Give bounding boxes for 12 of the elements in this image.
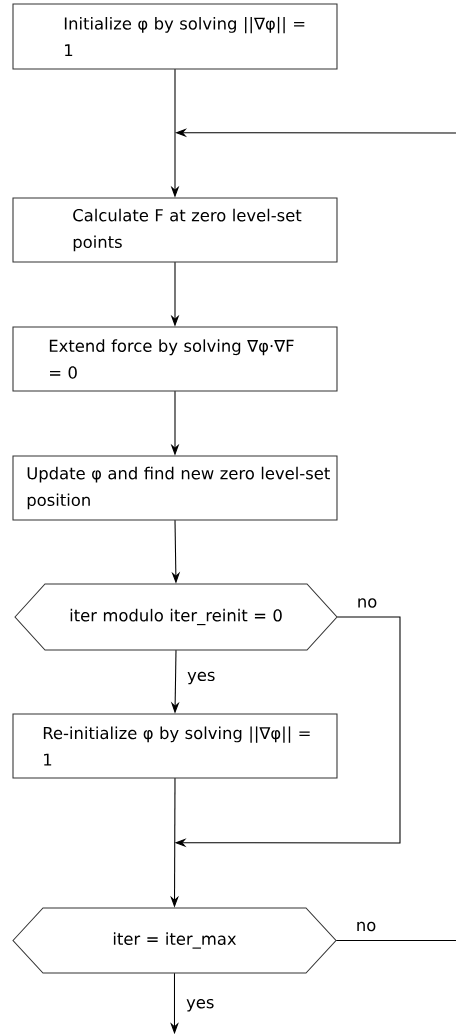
edge-label: yes — [185, 670, 217, 686]
edge-label: no — [355, 596, 379, 610]
process-box: Re-initialize φ by solving ||∇φ|| = 1 — [12, 713, 338, 779]
arrow — [170, 972, 179, 1034]
edge-label: no — [354, 920, 378, 933]
process-box: Extend force by solving ∇φ·∇F = 0 — [12, 326, 338, 392]
edge-label: yes — [184, 997, 216, 1013]
process-box: Initialize φ by solving ||∇φ|| = 1 — [12, 3, 338, 70]
process-box: Update φ and find new zero level-set position — [12, 455, 338, 521]
process-box: Calculate F at zero level-set points — [12, 197, 338, 263]
decision-hexagon: iter = iter_max — [12, 907, 337, 974]
decision-hexagon: iter modulo iter_reinit = 0 — [14, 583, 338, 651]
